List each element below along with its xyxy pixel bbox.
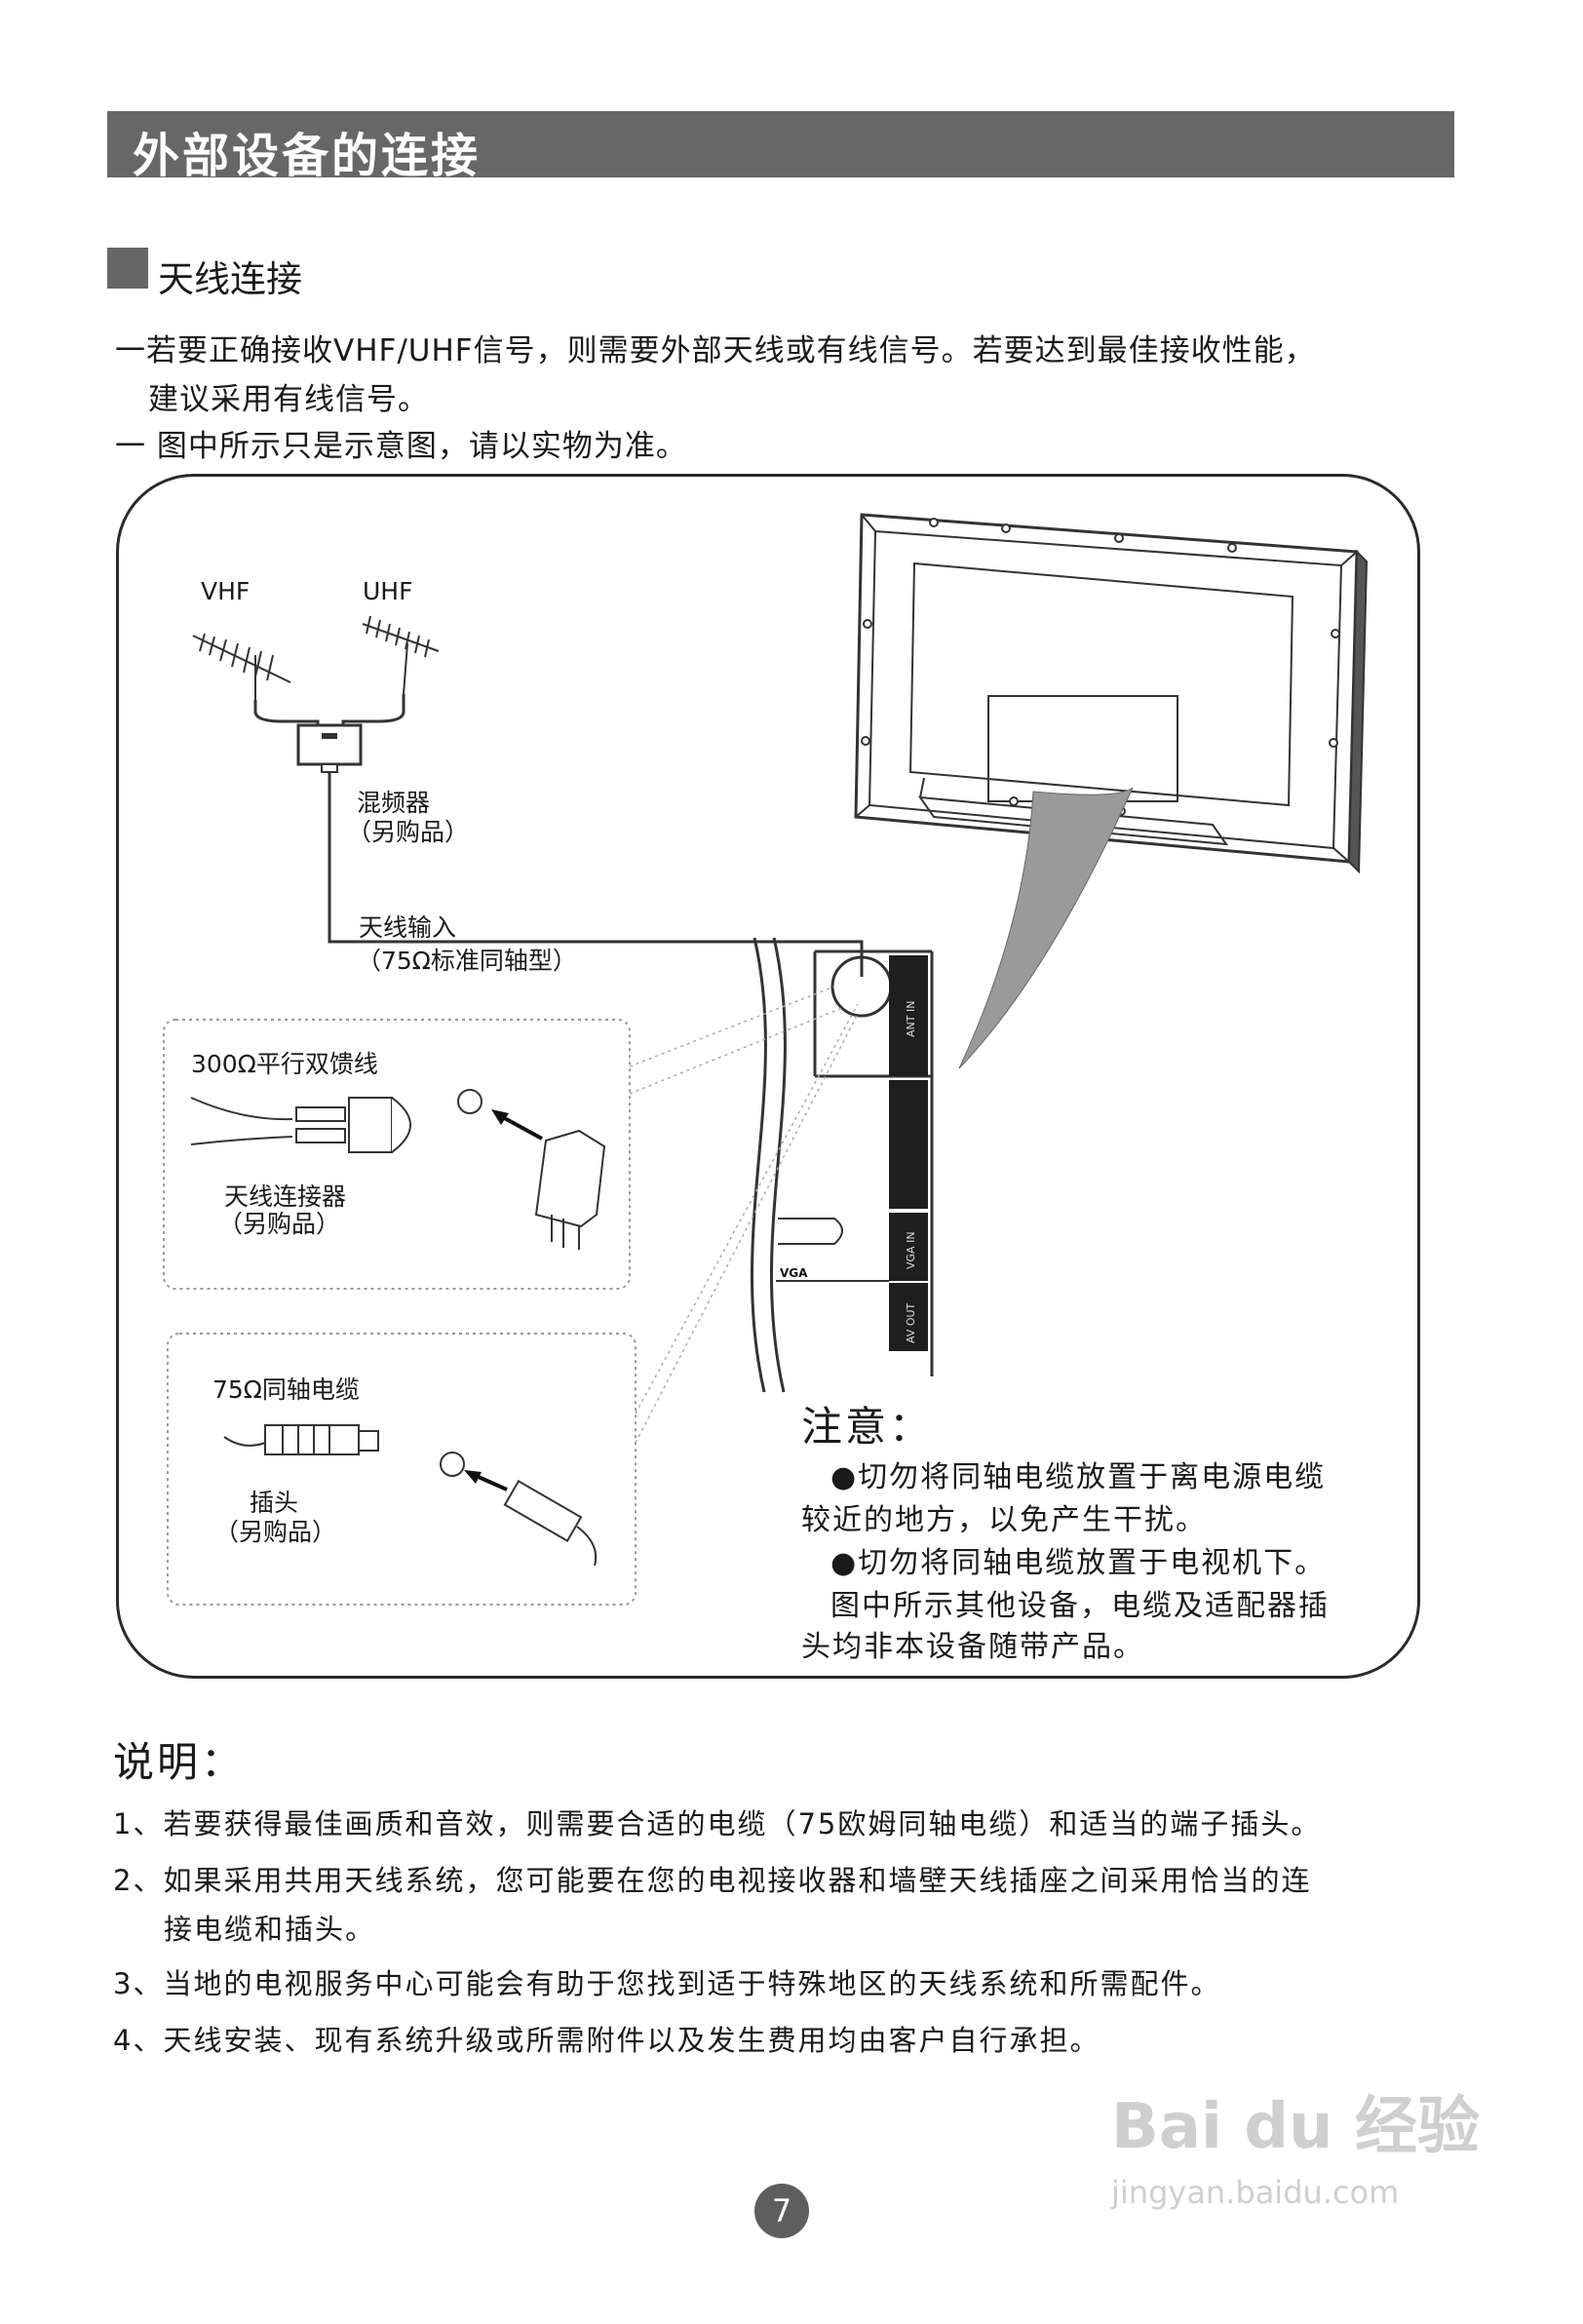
coax-cable-drawing bbox=[223, 1424, 379, 1455]
zoom-beam bbox=[958, 787, 1134, 1069]
notice-line-2: 较近的地方，以免产生干扰。 bbox=[801, 1503, 1207, 1537]
notice-line-3: ●切勿将同轴电缆放置于电视机下。 bbox=[830, 1546, 1327, 1580]
tv-screw-dots bbox=[861, 518, 1340, 816]
page-number: 7 bbox=[754, 2184, 809, 2238]
twin-lead-label: 300Ω平行双馈线 bbox=[191, 1050, 378, 1078]
av-out-strip bbox=[889, 1283, 928, 1351]
watermark-url: jingyan.baidu.com bbox=[1111, 2174, 1400, 2211]
av-out-label: AV OUT bbox=[905, 1302, 917, 1343]
ant-in-strip bbox=[889, 955, 928, 1076]
intro-line-3: 一 图中所示只是示意图，请以实物为准。 bbox=[115, 429, 687, 464]
vhf-label: VHF bbox=[201, 577, 251, 605]
intro-line-1: 一若要正确接收VHF/UHF信号，则需要外部天线或有线信号。若要达到最佳接收性能… bbox=[115, 333, 1316, 368]
explanation-title: 说明： bbox=[113, 1738, 246, 1786]
intro-line-2: 建议采用有线信号。 bbox=[148, 382, 429, 417]
twin-lead-inset bbox=[163, 1019, 631, 1290]
notice-line-4: 图中所示其他设备，电缆及适配器插 bbox=[830, 1589, 1330, 1623]
connector-label: 天线连接器 bbox=[224, 1182, 347, 1211]
notice-line-5: 头均非本设备随带产品。 bbox=[801, 1630, 1144, 1664]
plug-label: 插头 bbox=[250, 1489, 299, 1517]
plug-sub-label: （另购品） bbox=[214, 1518, 337, 1546]
vhf-antenna bbox=[192, 633, 291, 700]
zoom-guide-lines bbox=[629, 986, 859, 1444]
uhf-label: UHF bbox=[363, 577, 413, 605]
vga-in-strip bbox=[889, 1213, 928, 1281]
notice-title: 注意： bbox=[801, 1403, 934, 1451]
ant-in-label: ANT IN bbox=[905, 1001, 917, 1037]
explanation-item-4: 4、天线安装、现有系统升级或所需附件以及发生费用均由客户自行承担。 bbox=[113, 2024, 1100, 2057]
mixer-sub-label: （另购品） bbox=[347, 818, 470, 846]
tv-back-illustration bbox=[854, 513, 1369, 874]
uhf-cable bbox=[341, 694, 405, 729]
coax-plug-drawing bbox=[440, 1452, 598, 1567]
blank-strip bbox=[889, 1080, 928, 1209]
mixer-label: 混频器 bbox=[357, 789, 431, 817]
explanation-item-2: 2、如果采用共用天线系统，您可能要在您的电视接收器和墙壁天线插座之间采用恰当的连 bbox=[113, 1864, 1312, 1897]
vga-label: VGA bbox=[780, 1266, 808, 1280]
connector-sub-label: （另购品） bbox=[218, 1210, 341, 1238]
page-title: 外部设备的连接 bbox=[133, 129, 482, 183]
diagram-panel bbox=[116, 474, 1420, 1679]
uhf-antenna bbox=[362, 615, 440, 695]
explanation-item-1: 1、若要获得最佳画质和音效，则需要合适的电缆（75欧姆同轴电缆）和适当的端子插头… bbox=[113, 1807, 1322, 1840]
explanation-item-2-cont: 接电缆和插头。 bbox=[164, 1913, 376, 1946]
vga-in-label: VGA IN bbox=[905, 1231, 917, 1269]
explanation-item-3: 3、当地的电视服务中心可能会有助于您找到适于特殊地区的天线系统和所需配件。 bbox=[113, 1967, 1221, 2000]
antenna-input-sub-label: （75Ω标准同轴型） bbox=[357, 947, 577, 975]
coax-inset bbox=[167, 1333, 637, 1606]
page-header-bar: 外部设备的连接 bbox=[107, 111, 1454, 183]
section-title: 天线连接 bbox=[158, 258, 302, 300]
vga-port-shape bbox=[778, 1218, 843, 1245]
vhf-cable bbox=[253, 700, 320, 729]
mixer-box bbox=[296, 723, 363, 766]
section-marker bbox=[107, 248, 148, 289]
antenna-input-label: 天线输入 bbox=[359, 913, 457, 942]
antenna-connector-drawing bbox=[295, 1097, 411, 1153]
coax-label: 75Ω同轴电缆 bbox=[212, 1375, 360, 1404]
antenna-input-cable bbox=[328, 772, 864, 977]
baidu-watermark: Bai du 经验 jingyan.baidu.com bbox=[1111, 2076, 1480, 2211]
notice-line-1: ●切勿将同轴电缆放置于离电源电缆 bbox=[830, 1460, 1327, 1494]
watermark-logo: Bai du 经验 bbox=[1111, 2091, 1480, 2163]
rf-adapter-drawing bbox=[457, 1089, 606, 1250]
